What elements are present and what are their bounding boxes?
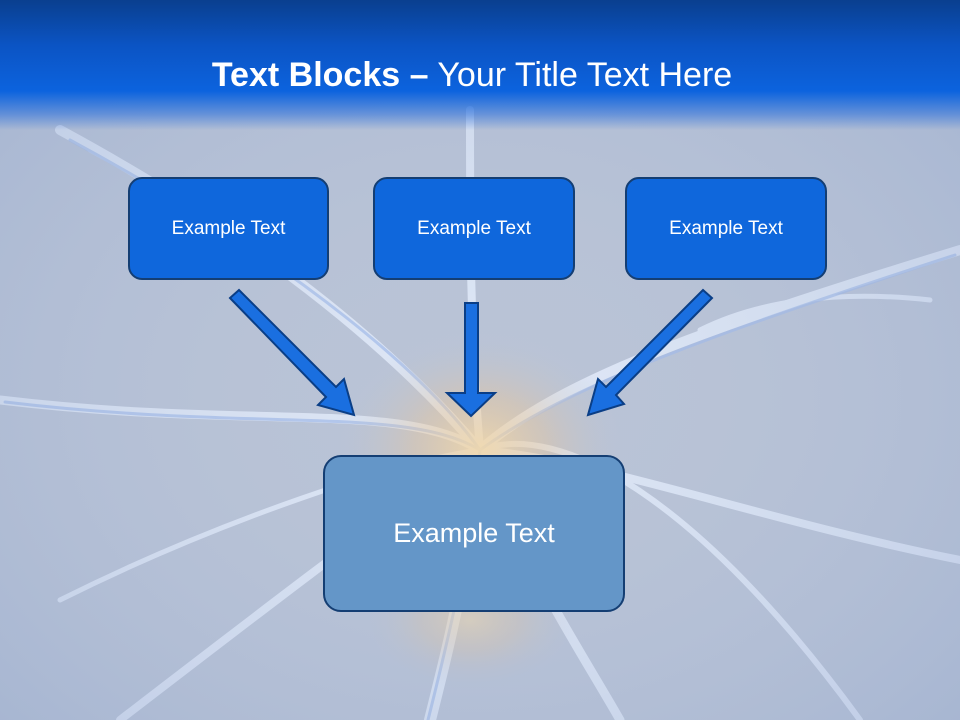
title-bold-text: Text Blocks xyxy=(211,56,401,94)
slide-title: Text Blocks – Your Title Text Here xyxy=(0,52,944,98)
text-block-left[interactable]: Example Text xyxy=(128,177,329,280)
text-block-center[interactable]: Example Text xyxy=(373,177,575,280)
target-text-block[interactable]: Example Text xyxy=(323,455,625,612)
text-block-left-label: Example Text xyxy=(171,217,286,239)
text-block-right[interactable]: Example Text xyxy=(625,177,827,280)
text-block-right-label: Example Text xyxy=(669,217,783,239)
title-dash: – xyxy=(409,56,429,94)
title-regular-text: Your Title Text Here xyxy=(437,56,733,94)
target-text-block-label: Example Text xyxy=(393,518,555,548)
text-block-center-label: Example Text xyxy=(417,217,531,239)
title-bar xyxy=(0,0,960,130)
